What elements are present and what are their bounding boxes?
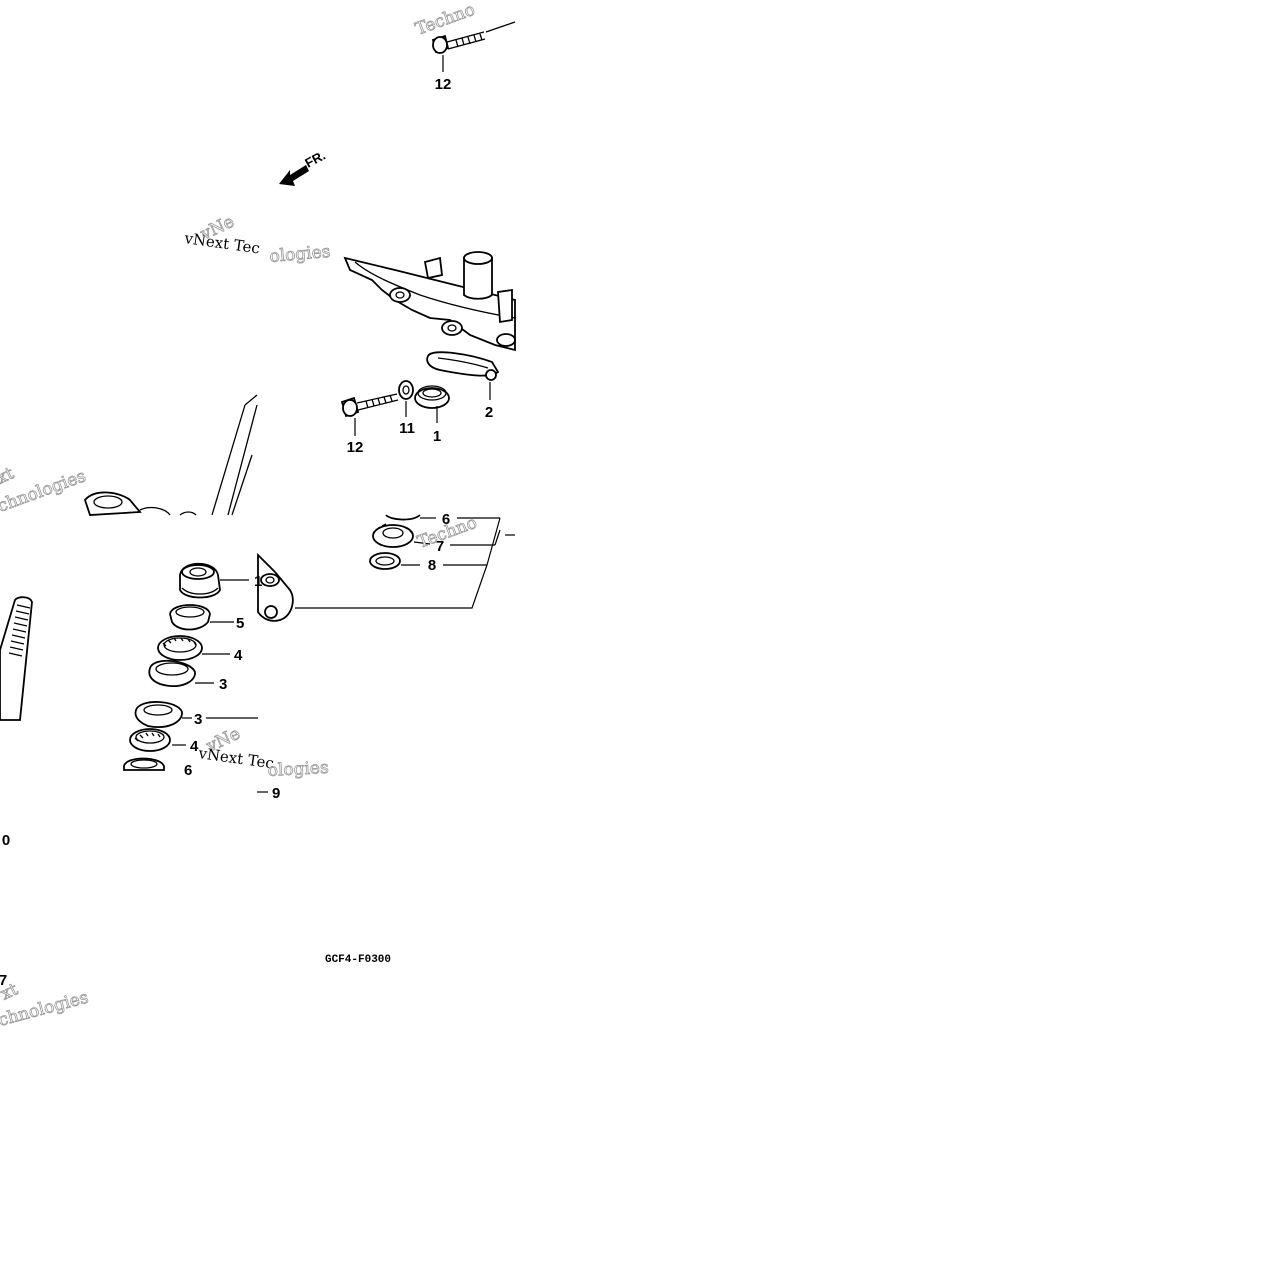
callout-3-lower: 3 xyxy=(194,711,202,728)
watermark-text: xt xyxy=(0,979,21,1004)
callout-12-lower: 12 xyxy=(347,439,364,456)
watermark-text: ologies xyxy=(269,242,332,267)
callout-3-upper: 3 xyxy=(219,676,227,693)
callout-1-left: 1 xyxy=(254,573,262,590)
front-direction-arrow-icon: FR. xyxy=(279,148,328,186)
watermark-text: xt xyxy=(0,463,17,488)
callout-1-top: 1 xyxy=(433,428,441,445)
fork-tube-upper xyxy=(83,394,258,516)
stem-nut-bearing-stack: 1 5 4 3 3 4 6 9 0 7 xyxy=(0,562,280,989)
callout-9: 9 xyxy=(272,785,280,802)
callout-0: 0 xyxy=(2,832,10,849)
callout-7: 7 xyxy=(436,538,444,555)
steering-stem-shaft xyxy=(0,596,33,721)
callout-5: 5 xyxy=(236,615,244,632)
callout-4: 4 xyxy=(234,647,243,664)
callout-11: 11 xyxy=(399,420,415,437)
top-bolt-12: 12 xyxy=(431,21,516,93)
lower-bearing-parts-6-7-8: 6 7 8 xyxy=(257,511,515,622)
callout-6: 6 xyxy=(442,511,450,528)
callout-8: 8 xyxy=(428,557,436,574)
callout-6-left: 6 xyxy=(184,762,192,779)
callout-12-top: 12 xyxy=(435,76,452,93)
watermark-text: Techno xyxy=(413,0,478,40)
diagram-code: GCF4-F0300 xyxy=(325,954,391,966)
callout-7-left: 7 xyxy=(0,972,7,989)
top-bridge-panel: 2 1 11 12 xyxy=(340,251,516,456)
watermark-text: ologies xyxy=(267,758,329,781)
callout-4-lower: 4 xyxy=(190,738,199,755)
callout-2: 2 xyxy=(485,404,493,421)
